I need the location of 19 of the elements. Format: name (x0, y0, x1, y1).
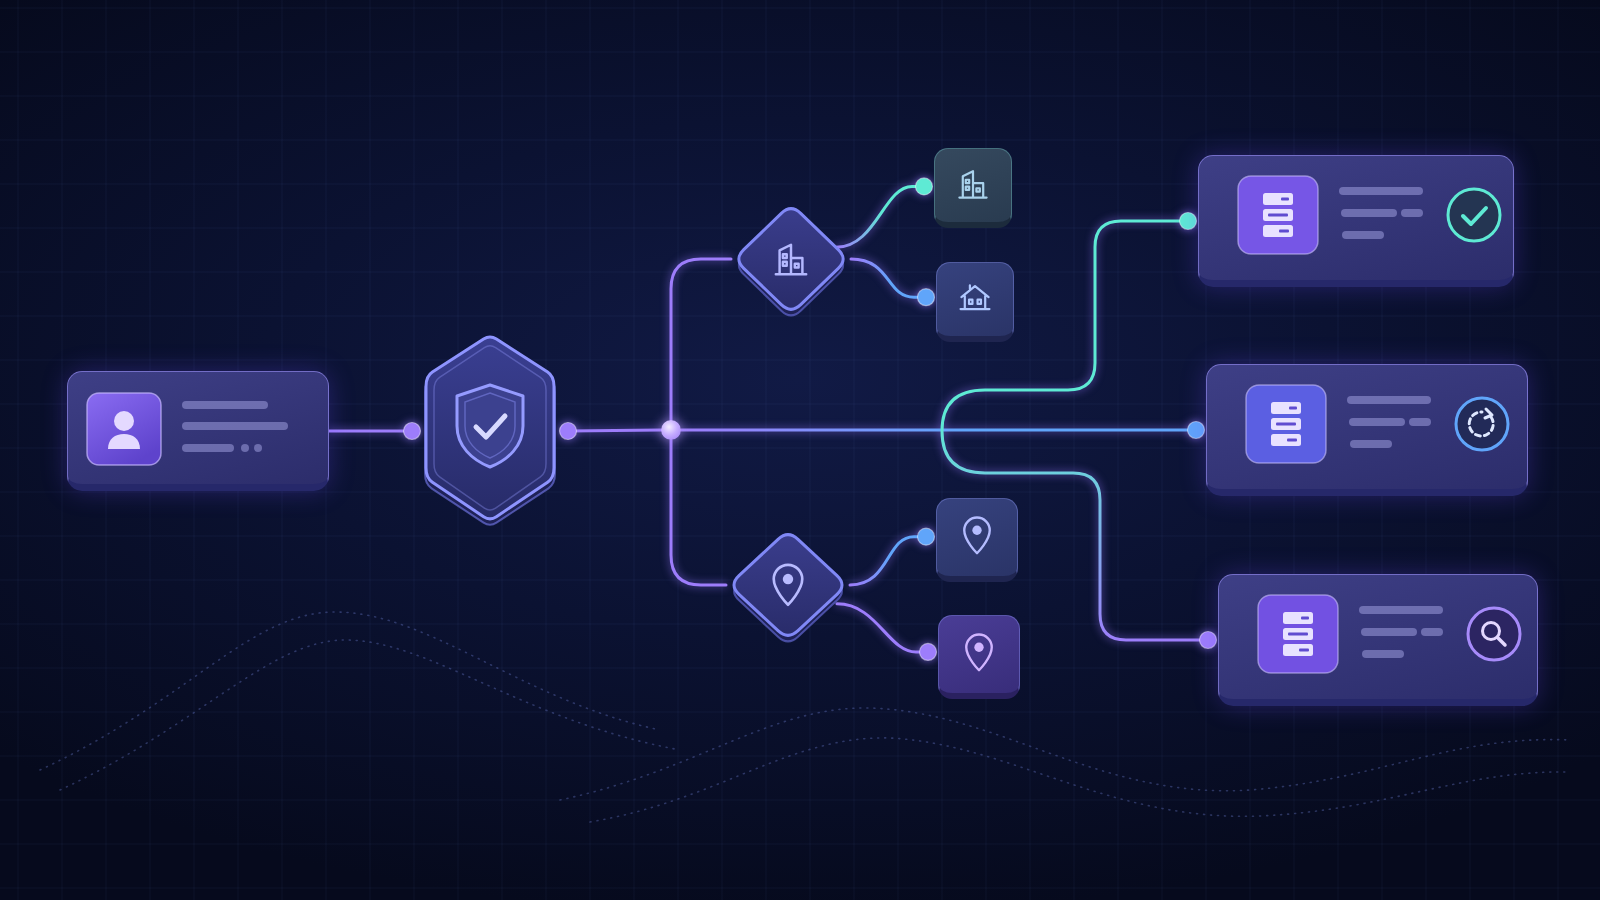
connector-line (327, 421, 422, 441)
connector-line (669, 438, 728, 587)
connector-line (848, 527, 936, 587)
connector-line (669, 257, 733, 422)
node-tile (936, 262, 1014, 342)
connector-line (940, 211, 1218, 650)
profile-card (67, 371, 329, 491)
record-card (1198, 155, 1514, 287)
connector-line (835, 602, 938, 662)
connector-line (679, 420, 1206, 440)
record-card (1218, 574, 1538, 706)
node-tile (934, 148, 1012, 228)
node-tile (936, 498, 1018, 582)
connector-line (834, 177, 934, 249)
record-card (1206, 364, 1528, 496)
connector-line (849, 257, 936, 307)
junction-dot (661, 420, 681, 440)
connector-line (558, 421, 663, 441)
node-tile (938, 615, 1020, 699)
